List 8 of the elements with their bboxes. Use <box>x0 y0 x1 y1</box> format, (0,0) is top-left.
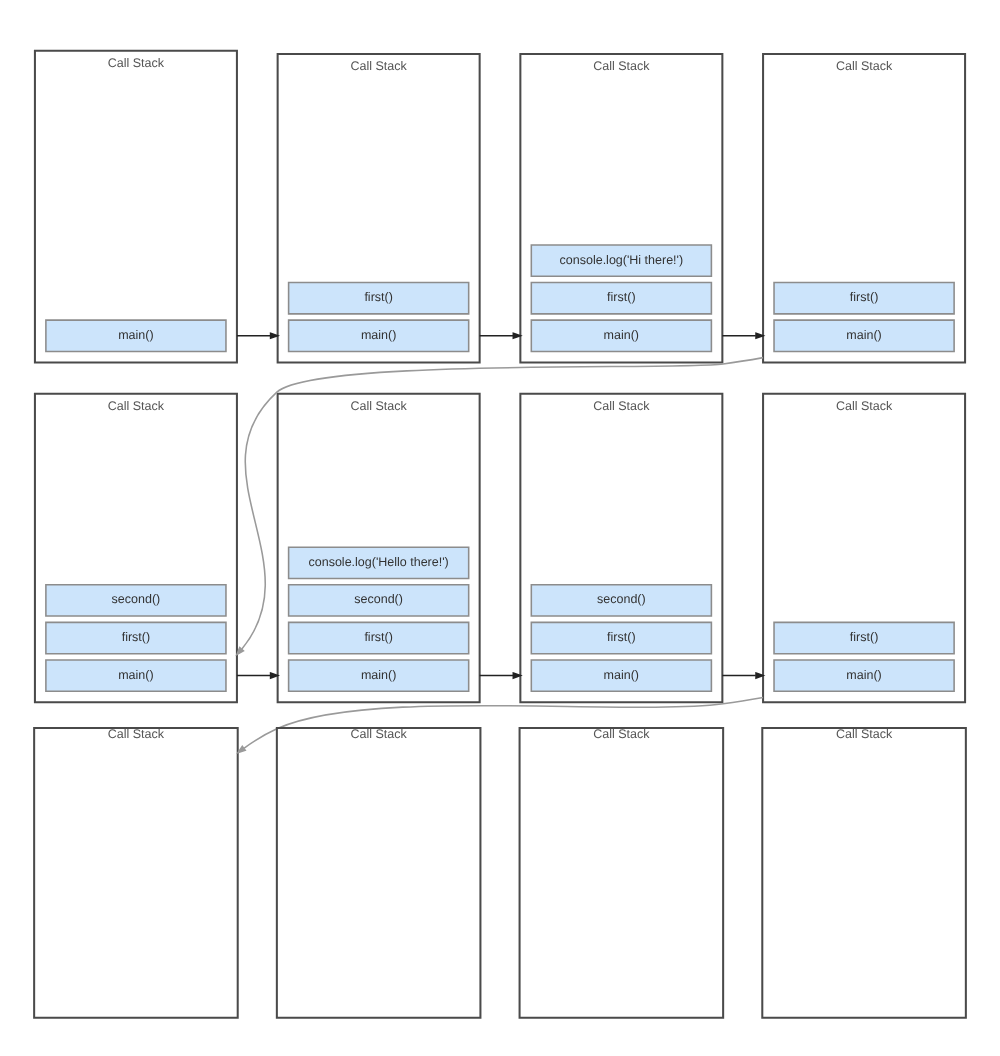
arrow <box>236 696 764 754</box>
arrow <box>236 332 280 340</box>
arrow <box>478 672 523 680</box>
arrow <box>235 356 764 657</box>
arrow <box>236 672 280 680</box>
arrow <box>721 332 766 340</box>
arrow <box>721 672 766 680</box>
arrow <box>478 332 523 340</box>
